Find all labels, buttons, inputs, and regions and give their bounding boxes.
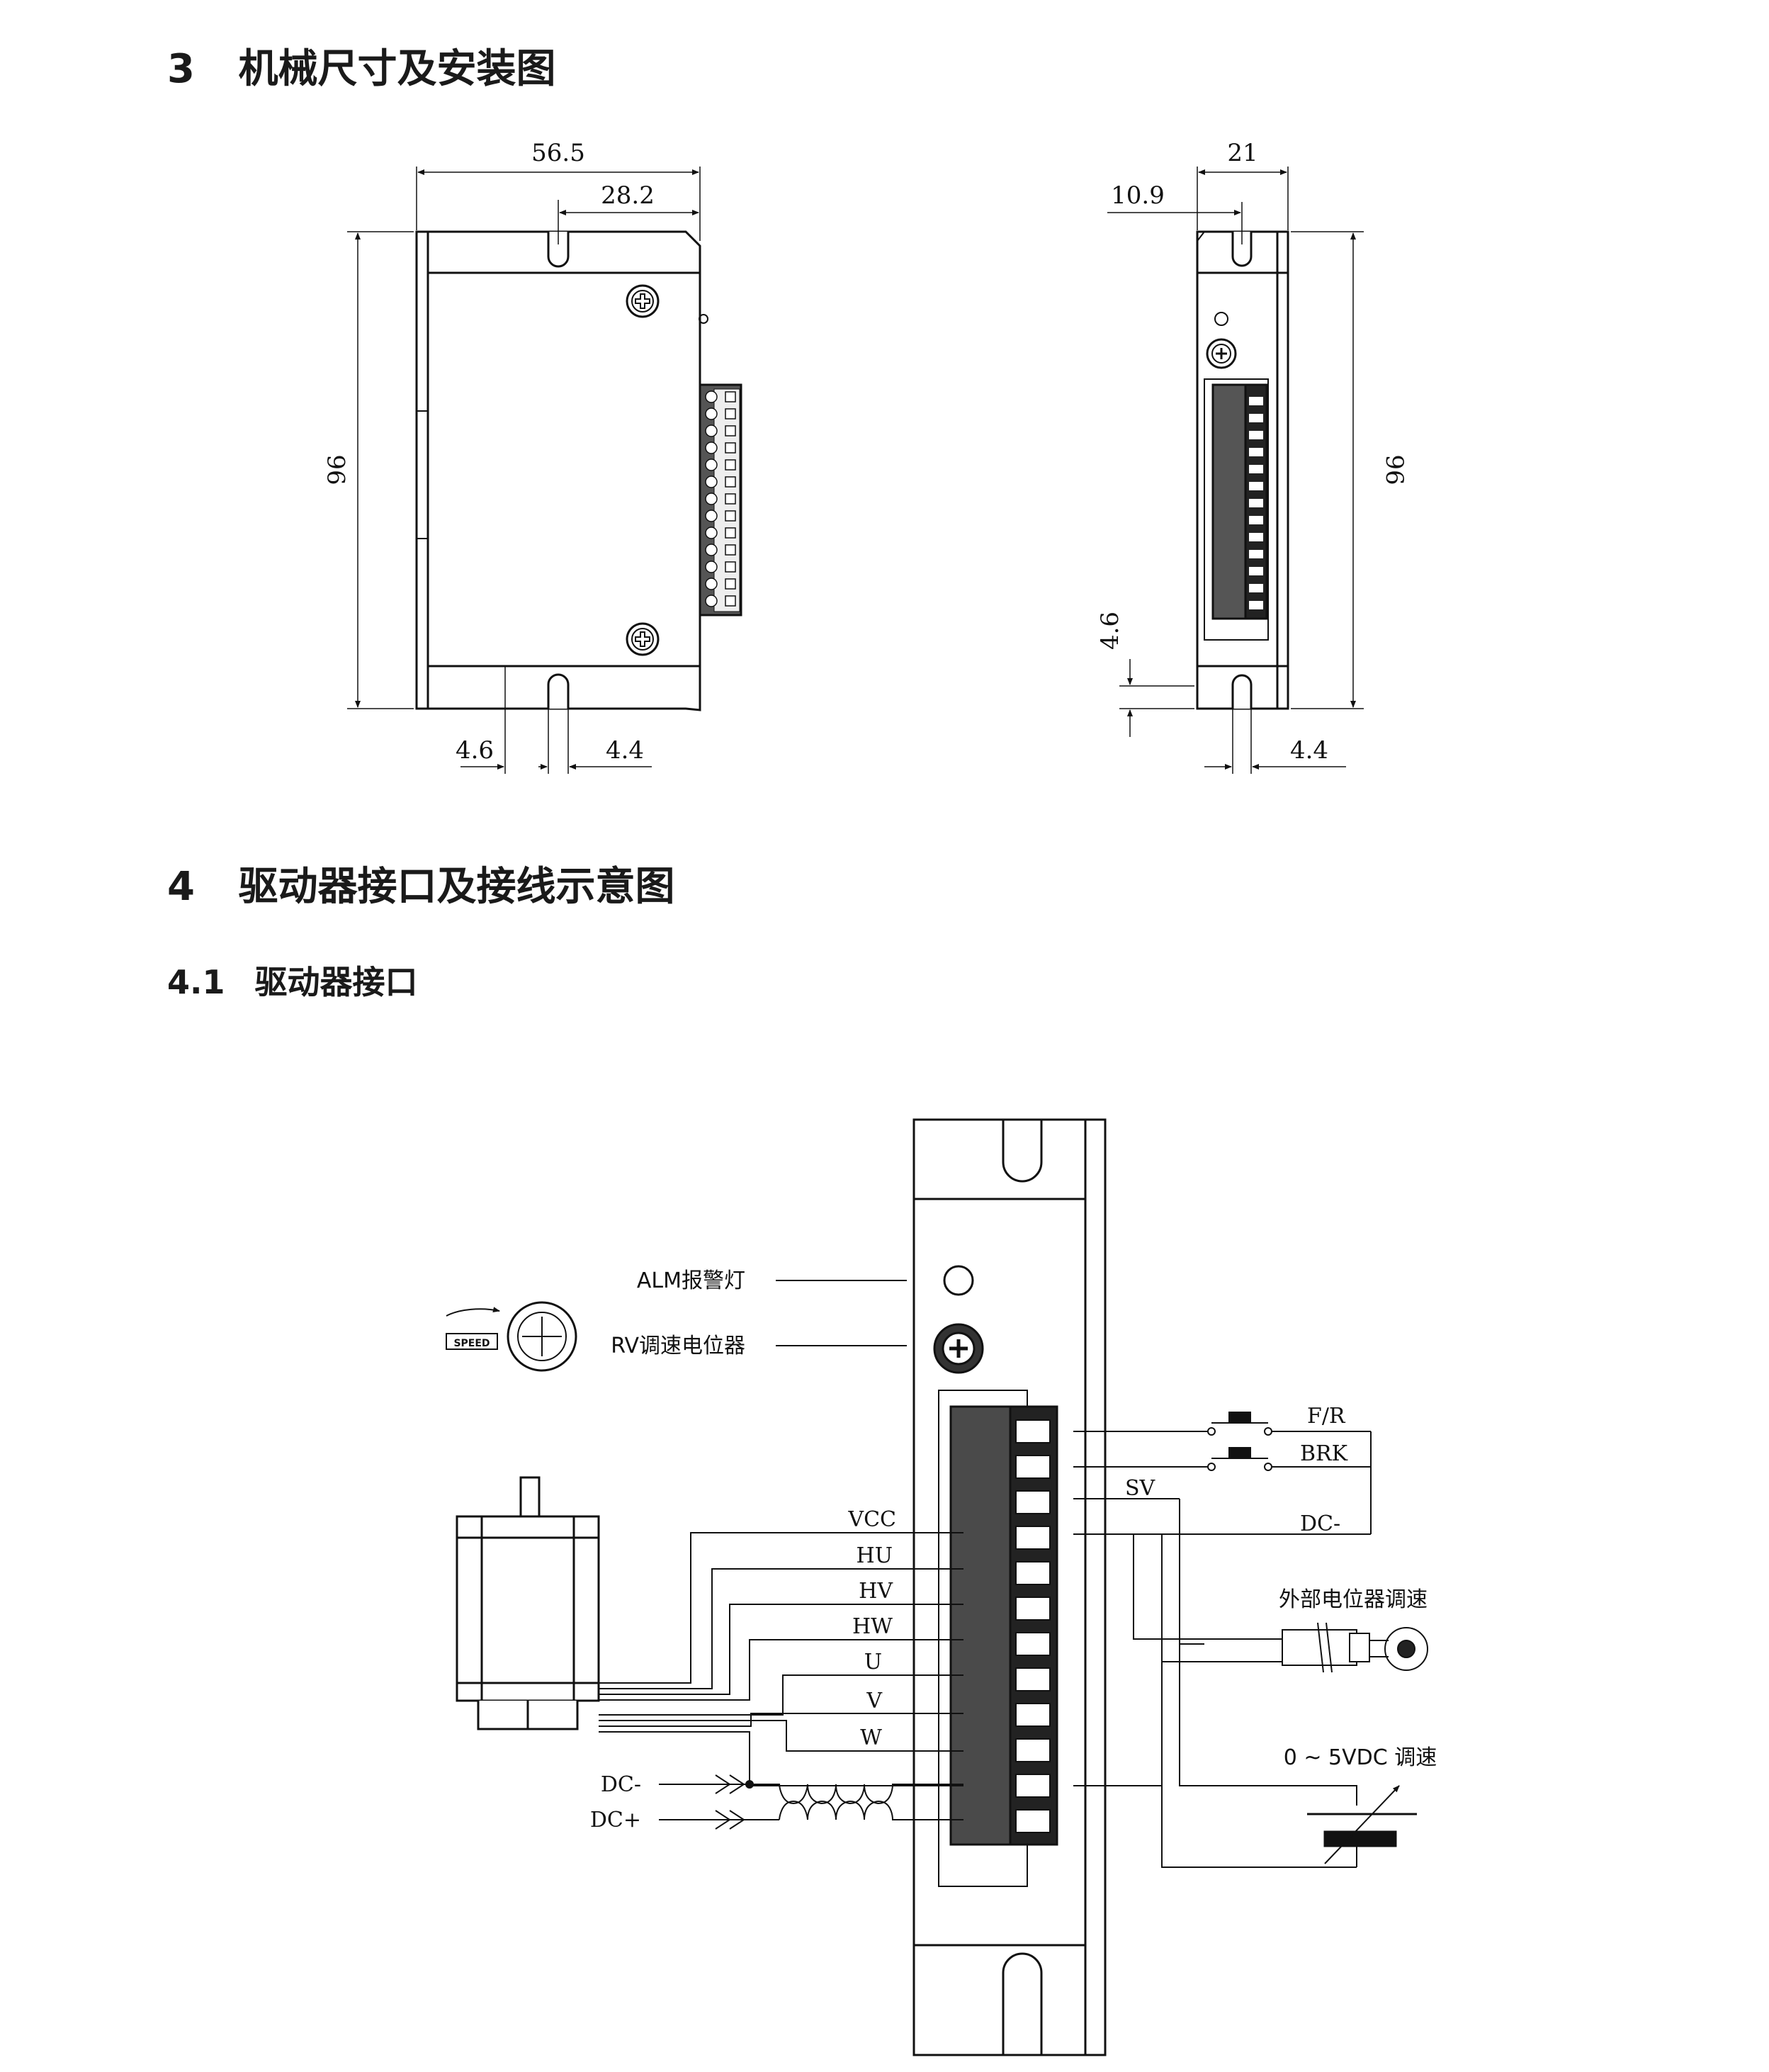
front-dim-slot-width: 4.4 bbox=[606, 736, 644, 765]
side-view-dimensions bbox=[1107, 167, 1364, 774]
section-3-number: 3 bbox=[167, 46, 195, 92]
speed-knob-icon bbox=[446, 1301, 577, 1372]
section-3-title: 机械尺寸及安装图 bbox=[238, 46, 556, 92]
front-dim-height: 96 bbox=[323, 454, 351, 485]
side-dim-height: 96 bbox=[1380, 454, 1408, 485]
side-terminal-slots bbox=[1249, 397, 1263, 609]
front-dim-slot: 28.2 bbox=[601, 181, 655, 210]
section-4-1-title: 驱动器接口 bbox=[254, 963, 418, 1001]
side-dim-slot-width: 4.4 bbox=[1290, 736, 1328, 765]
u-label: U bbox=[864, 1650, 882, 1674]
driver-terminal-block bbox=[938, 1390, 1058, 1887]
section-3-heading: 3 机械尺寸及安装图 bbox=[167, 37, 555, 94]
terminal-pins bbox=[705, 390, 736, 607]
rv-label: RV调速电位器 bbox=[611, 1334, 745, 1358]
side-dim-width: 21 bbox=[1227, 139, 1257, 167]
w-label: W bbox=[860, 1725, 882, 1750]
external-pot-label: 外部电位器调速 bbox=[1279, 1587, 1428, 1612]
section-4-heading: 4 驱动器接口及接线示意图 bbox=[167, 855, 674, 912]
side-dim-slot: 10.9 bbox=[1111, 181, 1165, 210]
hu-label: HU bbox=[857, 1543, 893, 1568]
alm-label: ALM报警灯 bbox=[637, 1268, 745, 1293]
brk-label: BRK bbox=[1300, 1441, 1348, 1466]
hw-label: HW bbox=[852, 1614, 893, 1639]
speed-text: SPEED bbox=[453, 1338, 490, 1349]
dc-minus-right-label: DC- bbox=[1300, 1511, 1340, 1536]
section-4-number: 4 bbox=[167, 864, 195, 910]
switch-brk-icon bbox=[1207, 1447, 1272, 1471]
dc-plus-input-label: DC+ bbox=[590, 1808, 641, 1832]
screw-icon bbox=[626, 284, 660, 318]
right-control-wires bbox=[1073, 1431, 1372, 1868]
voltage-source-icon bbox=[1307, 1785, 1417, 1867]
sv-label: SV bbox=[1125, 1476, 1156, 1501]
front-view-dimensions bbox=[347, 167, 701, 774]
switch-fr-icon bbox=[1207, 1412, 1272, 1436]
terminal-slots bbox=[1015, 1419, 1051, 1833]
driver-potentiometer-icon bbox=[933, 1323, 984, 1374]
external-potentiometer-icon bbox=[1282, 1622, 1428, 1673]
front-view-drawing bbox=[415, 230, 742, 711]
vcc-label: VCC bbox=[847, 1507, 896, 1532]
dc-minus-input-label: DC- bbox=[601, 1772, 641, 1797]
vdc-speed-label: 0 ~ 5VDC 调速 bbox=[1284, 1745, 1437, 1770]
leader-lines bbox=[776, 1280, 907, 1346]
screw-icon bbox=[626, 622, 660, 656]
front-dim-width: 56.5 bbox=[531, 139, 585, 167]
side-dim-bottom: 4.6 bbox=[1096, 612, 1124, 650]
section-4-title: 驱动器接口及接线示意图 bbox=[238, 864, 675, 910]
motor-icon bbox=[456, 1476, 600, 1730]
v-label: V bbox=[866, 1689, 883, 1713]
hv-label: HV bbox=[859, 1579, 893, 1604]
section-4-1-number: 4.1 bbox=[167, 963, 225, 1001]
section-4-1-heading: 4.1 驱动器接口 bbox=[167, 957, 418, 1003]
power-input-wires bbox=[659, 1774, 963, 1830]
side-view-drawing bbox=[1196, 230, 1289, 710]
front-dim-left-margin: 4.6 bbox=[456, 736, 494, 765]
fr-label: F/R bbox=[1307, 1404, 1346, 1429]
potentiometer-icon bbox=[1206, 338, 1237, 369]
motor-wires bbox=[599, 1532, 963, 1786]
